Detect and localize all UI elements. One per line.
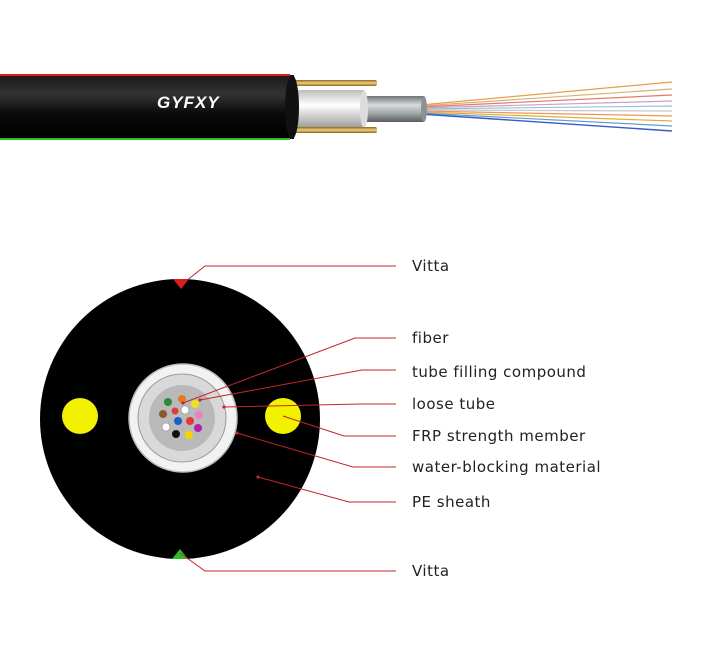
fiber [180, 405, 190, 415]
frp-wire-top [285, 80, 377, 86]
brand-text: GYFXY [157, 93, 220, 112]
cable-side-view: GYFXY [0, 74, 673, 140]
water-blocking-side [292, 90, 364, 128]
fiber-strand [419, 112, 673, 127]
leader-loose-tube [223, 403, 396, 408]
fiber-strands [419, 81, 673, 132]
label-pe-sheath: PE sheath [412, 493, 491, 511]
leader-pe-sheath [257, 476, 396, 503]
leader-lines [179, 265, 396, 572]
fiber [191, 400, 199, 408]
loose-tube-side [360, 96, 424, 122]
fiber [185, 431, 193, 439]
leader-frp [282, 415, 396, 437]
fiber-strand [419, 81, 673, 106]
frp-wire-bottom [285, 127, 377, 133]
fiber [194, 424, 202, 432]
fiber [159, 410, 167, 418]
leader-vitta-bottom [179, 552, 396, 572]
label-water-blocking-material: water-blocking material [412, 458, 601, 476]
fiber-strand [419, 88, 673, 107]
fiber [178, 395, 186, 403]
fiber-bundle [159, 395, 203, 439]
fiber-strand [419, 111, 673, 122]
loose-tube-end [421, 96, 427, 122]
frp-strength-member-left [62, 398, 98, 434]
fiber [172, 430, 180, 438]
fiber-strand [419, 105, 673, 110]
cable-cross-section [40, 279, 320, 559]
fiber-strand [419, 110, 673, 117]
label-vitta-top: Vitta [412, 257, 450, 275]
label-tube-filling-compound: tube filling compound [412, 363, 586, 381]
labels: Vitta fiber tube filling compound loose … [412, 257, 601, 580]
fiber [186, 417, 194, 425]
pe-sheath-side [0, 75, 294, 139]
fiber [195, 411, 203, 419]
vitta-marker-bottom [172, 549, 188, 559]
leader-fiber [182, 337, 396, 404]
label-vitta-bottom: Vitta [412, 562, 450, 580]
leader-vitta-top [180, 265, 396, 286]
fiber-strand [419, 100, 673, 109]
fiber [171, 407, 179, 415]
leader-tube-filling [199, 369, 396, 401]
leader-water-blocking [236, 432, 396, 468]
fiber [161, 422, 171, 432]
label-fiber: fiber [412, 329, 449, 347]
label-loose-tube: loose tube [412, 395, 495, 413]
fiber-strand [419, 109, 673, 112]
fiber [174, 417, 182, 425]
fiber [164, 398, 172, 406]
water-blocking-end [360, 90, 368, 128]
fiber-strand [419, 94, 673, 108]
pe-sheath-end [285, 75, 299, 139]
label-frp-strength-member: FRP strength member [412, 427, 586, 445]
fiber-strand [419, 113, 673, 132]
